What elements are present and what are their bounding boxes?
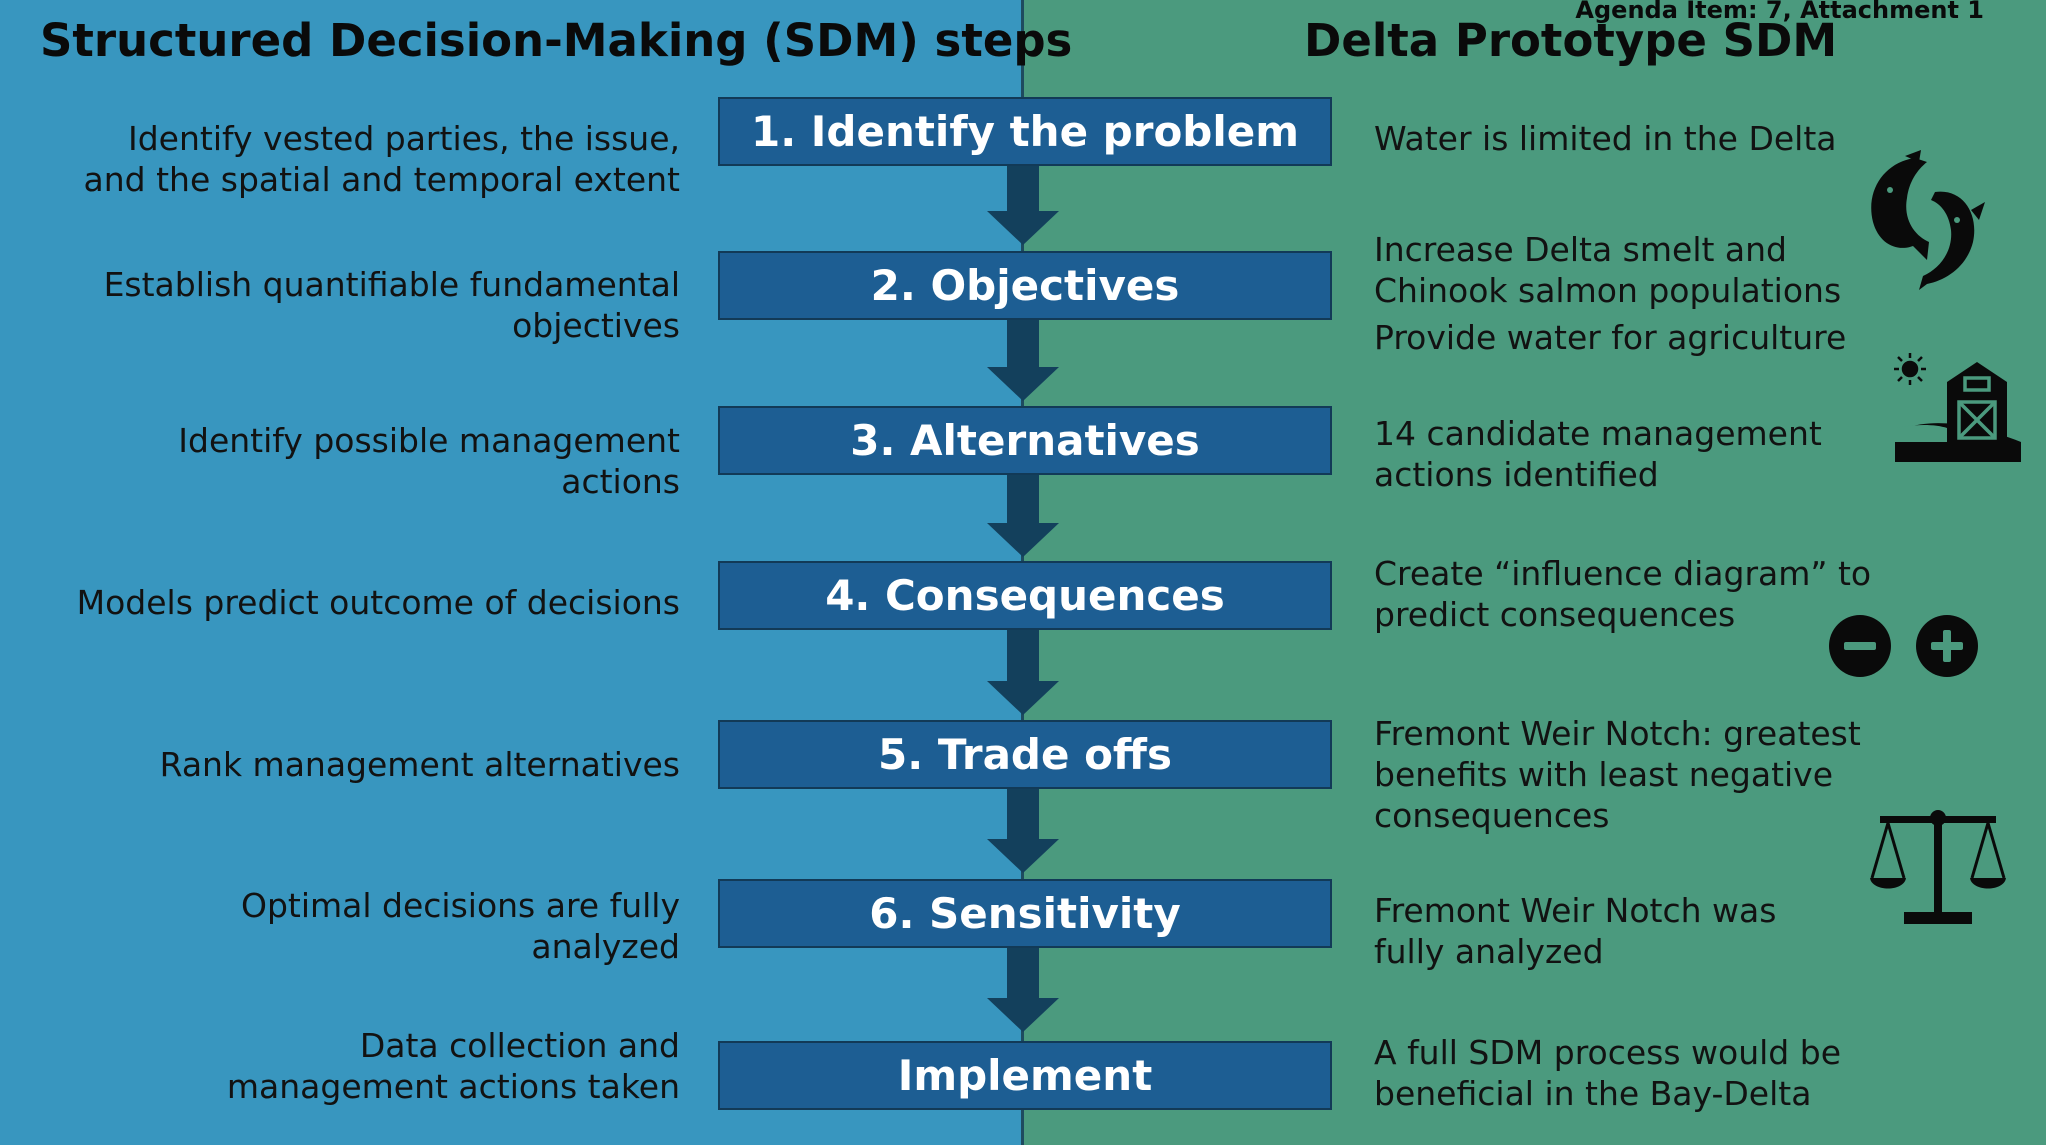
step-connector (1007, 473, 1039, 524)
prototype-text: 14 candidate management actions identifi… (1374, 414, 1822, 494)
prototype-text: Fremont Weir Notch: greatest benefits wi… (1374, 714, 1861, 835)
minus-icon (1829, 615, 1891, 677)
step-description: Optimal decisions are fully analyzed (240, 886, 680, 966)
step-trade-offs: 5. Trade offs (718, 720, 1332, 789)
step-description: Identify vested parties, the issue, and … (83, 119, 680, 199)
step-description: Models predict outcome of decisions (76, 583, 680, 622)
step-description: Establish quantifiable fundamental objec… (103, 265, 680, 345)
step-description: Data collection and management actions t… (226, 1026, 680, 1106)
agenda-label: Agenda Item: 7, Attachment 1 (1575, 0, 1984, 24)
arrow-down-icon (987, 998, 1059, 1032)
sun-icon (1894, 353, 1926, 385)
step-objectives: 2. Objectives (718, 251, 1332, 320)
step-connector (1007, 946, 1039, 999)
prototype-text: Increase Delta smelt and Chinook salmon … (1374, 230, 1847, 357)
step-connector (1007, 787, 1039, 840)
arrow-down-icon (987, 839, 1059, 873)
step-connector (1007, 628, 1039, 682)
step-consequences: 4. Consequences (718, 561, 1332, 630)
prototype-text: Water is limited in the Delta (1374, 119, 1837, 158)
left-header: Structured Decision-Making (SDM) steps (40, 14, 1073, 67)
arrow-down-icon (987, 681, 1059, 715)
prototype-text: A full SDM process would be beneficial i… (1374, 1033, 1841, 1113)
step-description: Identify possible management actions (178, 421, 680, 501)
plus-icon (1916, 615, 1978, 677)
arrow-down-icon (987, 211, 1059, 245)
step-connector (1007, 164, 1039, 212)
step-identify-problem: 1. Identify the problem (718, 97, 1332, 166)
step-sensitivity: 6. Sensitivity (718, 879, 1332, 948)
right-header: Delta Prototype SDM (1304, 14, 1838, 67)
prototype-text: Fremont Weir Notch was fully analyzed (1374, 891, 1777, 971)
barn-icon (1895, 362, 2021, 462)
step-connector (1007, 318, 1039, 368)
prototype-text: Create “influence diagram” to predict co… (1374, 554, 1872, 634)
step-alternatives: 3. Alternatives (718, 406, 1332, 475)
arrow-down-icon (987, 523, 1059, 557)
fish-icon (1871, 150, 1985, 290)
step-implement: Implement (718, 1041, 1332, 1110)
balance-scale-icon (1870, 810, 2006, 924)
arrow-down-icon (987, 367, 1059, 401)
step-description: Rank management alternatives (159, 745, 680, 784)
